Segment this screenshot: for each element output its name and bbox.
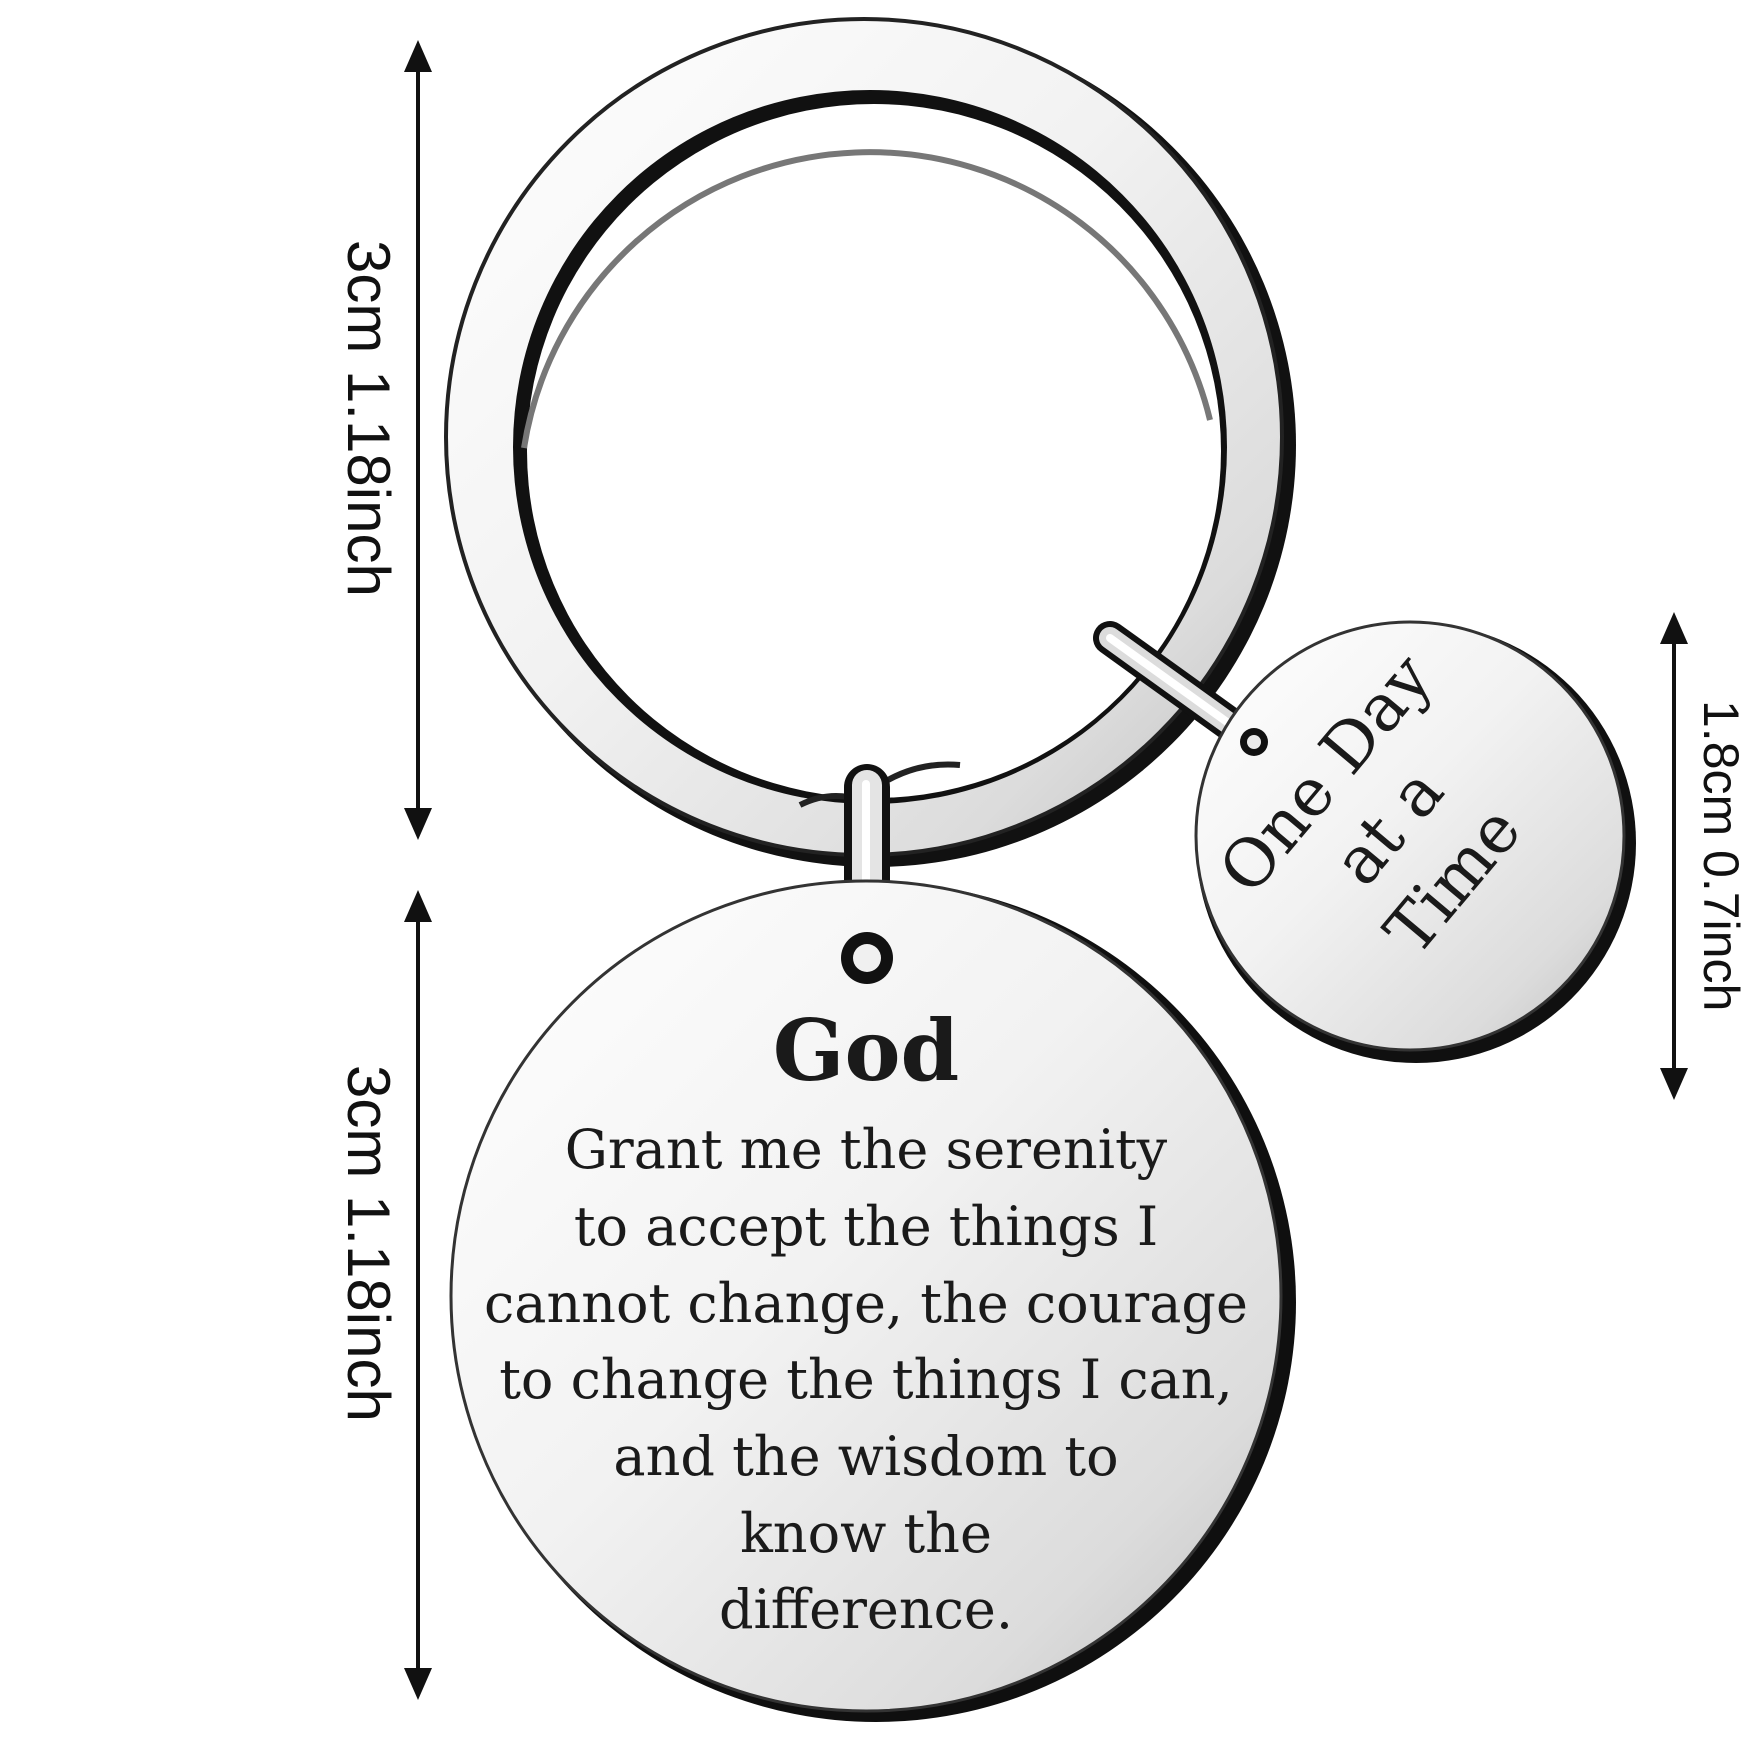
large-tag-line-1: Grant me the serenity (565, 1118, 1168, 1181)
ring-height-arrow (404, 40, 432, 840)
large-tag: God Grant me the serenity to accept the … (449, 879, 1296, 1722)
large-tag-line-4: to change the things I can, (499, 1348, 1233, 1411)
small-tag: One Day at a Time (1194, 620, 1636, 1063)
large-tag-line-7: difference. (719, 1578, 1013, 1641)
small-tag-height-arrow (1660, 612, 1688, 1100)
large-tag-line-6: know the (740, 1502, 992, 1565)
large-tag-height-label: 3cm 1.18inch (335, 1065, 402, 1422)
large-tag-line-3: cannot change, the courage (484, 1272, 1248, 1335)
split-key-ring (444, 17, 1296, 867)
large-tag-title: God (773, 1001, 960, 1100)
small-tag-height-label: 1.8cm 0.7inch (1693, 700, 1749, 1011)
large-tag-line-2: to accept the things I (574, 1195, 1158, 1258)
ring-height-label: 3cm 1.18inch (335, 240, 402, 597)
large-tag-height-arrow (404, 890, 432, 1700)
large-tag-line-5: and the wisdom to (613, 1425, 1118, 1488)
